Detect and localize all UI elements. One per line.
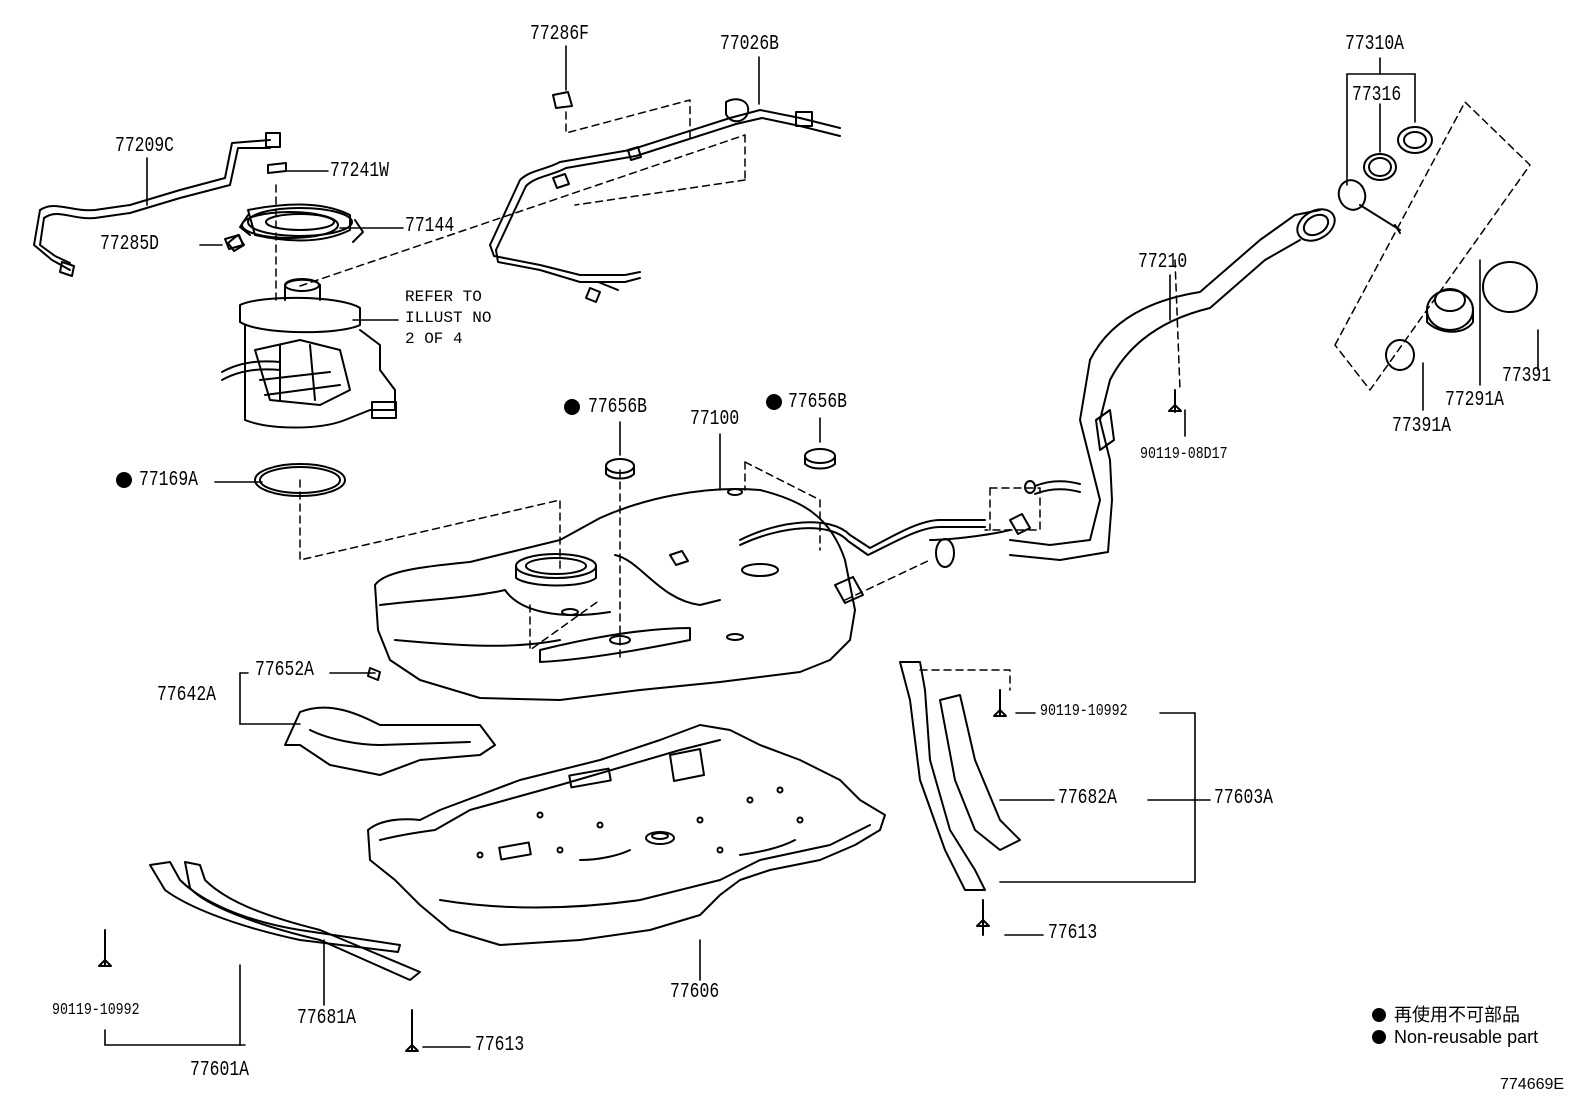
label-77613-right[interactable]: 77613 xyxy=(1048,922,1098,945)
gaskets-grommets xyxy=(254,448,836,497)
label-77656B-right[interactable]: 77656B xyxy=(788,391,847,414)
label-77606[interactable]: 77606 xyxy=(670,981,720,1004)
non-reusable-dot xyxy=(766,394,782,410)
label-77603A[interactable]: 77603A xyxy=(1214,787,1273,810)
label-77241W[interactable]: 77241W xyxy=(330,160,389,183)
label-77391[interactable]: 77391 xyxy=(1502,365,1552,388)
label-77391A[interactable]: 77391A xyxy=(1392,415,1451,438)
label-77652A[interactable]: 77652A xyxy=(255,659,314,682)
label-77656B-left[interactable]: 77656B xyxy=(588,396,647,419)
label-77210[interactable]: 77210 xyxy=(1138,251,1188,274)
fuel-tank-protector xyxy=(367,724,886,946)
label-77316[interactable]: 77316 xyxy=(1352,84,1402,107)
legend-dot xyxy=(1372,1030,1386,1044)
retainer-ring xyxy=(241,211,339,239)
label-77642A[interactable]: 77642A xyxy=(157,684,216,707)
label-90119-10992-right[interactable]: 90119-10992 xyxy=(1040,702,1128,721)
dashed-lines xyxy=(275,99,1531,691)
legend-japanese-text: 再使用不可部品 xyxy=(1394,1005,1520,1025)
label-77286F[interactable]: 77286F xyxy=(530,23,589,46)
legend-dot xyxy=(1372,1008,1386,1022)
label-77291A[interactable]: 77291A xyxy=(1445,389,1504,412)
label-77169A[interactable]: 77169A xyxy=(139,469,198,492)
filler-pipe xyxy=(1009,208,1336,561)
label-77100[interactable]: 77100 xyxy=(690,408,740,431)
label-77613-left[interactable]: 77613 xyxy=(475,1034,525,1057)
label-77209C[interactable]: 77209C xyxy=(115,135,174,158)
legend-japanese: 再使用不可部品 xyxy=(1372,1001,1520,1027)
fuel-tank xyxy=(374,488,1011,701)
legend-english-text: Non-reusable part xyxy=(1394,1027,1539,1047)
label-90119-08D17[interactable]: 90119-08D17 xyxy=(1140,445,1228,464)
non-reusable-dot xyxy=(116,472,132,488)
fuel-cap-parts xyxy=(1337,126,1538,371)
leader-lines xyxy=(104,45,1539,1048)
refer-note: REFER TO ILLUST NO 2 OF 4 xyxy=(405,288,492,348)
bolts xyxy=(98,234,1182,1052)
label-77310A[interactable]: 77310A xyxy=(1345,33,1404,56)
fuel-pump-module xyxy=(33,132,397,429)
label-77681A[interactable]: 77681A xyxy=(297,1007,356,1030)
label-90119-10992-left[interactable]: 90119-10992 xyxy=(52,1001,140,1020)
illustration-id: 774669E xyxy=(1500,1076,1565,1093)
tank-bands xyxy=(149,661,1021,981)
label-77285D[interactable]: 77285D xyxy=(100,233,159,256)
legend-english: Non-reusable part xyxy=(1372,1027,1538,1048)
vapor-tube xyxy=(489,91,841,303)
label-77144[interactable]: 77144 xyxy=(405,215,455,238)
non-reusable-dot xyxy=(564,399,580,415)
label-77026B[interactable]: 77026B xyxy=(720,33,779,56)
label-77601A[interactable]: 77601A xyxy=(190,1059,249,1082)
heat-protector xyxy=(284,667,496,776)
label-77682A[interactable]: 77682A xyxy=(1058,787,1117,810)
